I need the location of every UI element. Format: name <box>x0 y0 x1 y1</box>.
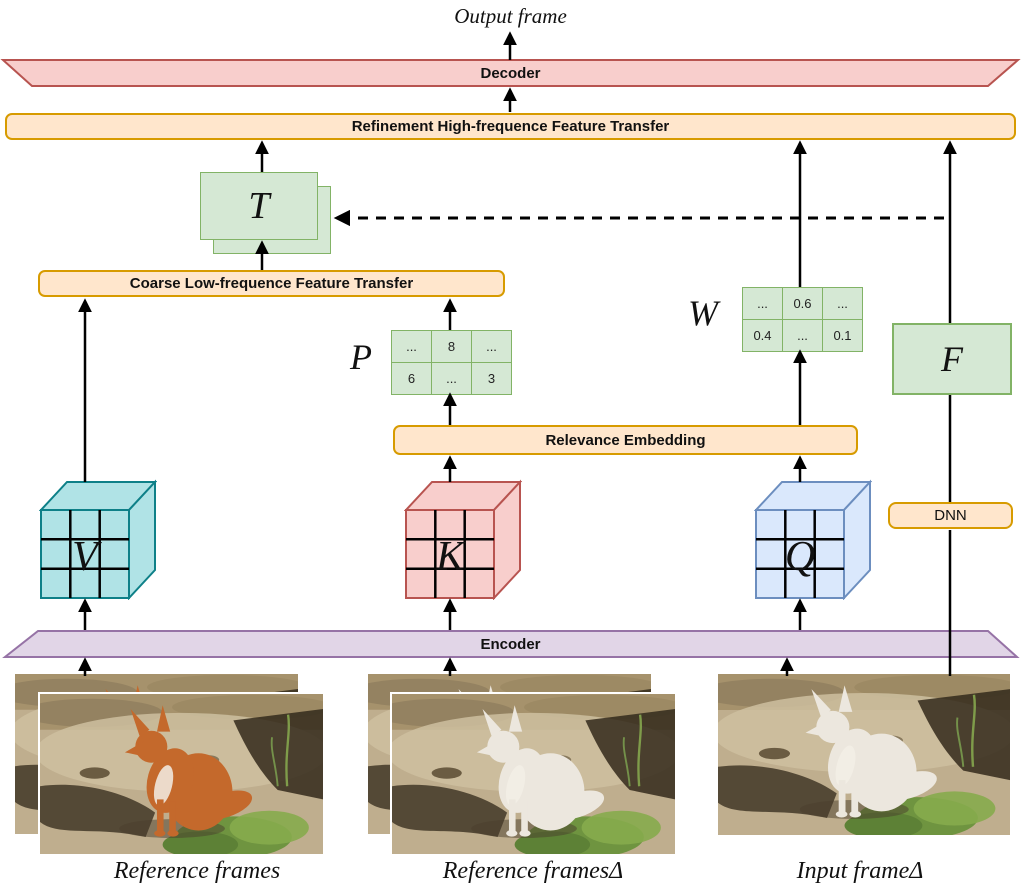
encoder-block: Encoder <box>0 630 1021 658</box>
k-label: K <box>435 534 466 580</box>
refinement-label: Refinement High-frequence Feature Transf… <box>351 118 670 135</box>
p-matrix-cell: 6 <box>391 362 432 395</box>
p-matrix: ... 8 ... 6 ... 3 <box>391 330 512 395</box>
p-matrix-cell: ... <box>391 330 432 363</box>
reference-frames-delta-caption: Reference framesΔ <box>442 858 624 884</box>
decoder-block: Decoder <box>0 59 1021 87</box>
w-matrix-cell: 0.4 <box>742 319 783 352</box>
coarse-bar: Coarse Low-frequence Feature Transfer <box>38 270 505 297</box>
w-label: W <box>688 293 718 333</box>
k-cube: K <box>404 479 522 600</box>
decoder-shape <box>0 59 1021 87</box>
dnn-box: DNN <box>888 502 1013 529</box>
v-label: V <box>72 534 102 580</box>
q-cube: Q <box>754 479 872 600</box>
p-matrix-cell: 8 <box>431 330 472 363</box>
t-label: T <box>248 185 270 227</box>
encoder-label: Encoder <box>480 635 541 653</box>
p-matrix-cell: ... <box>431 362 472 395</box>
w-matrix-cell: ... <box>782 319 823 352</box>
output-frame-label: Output frame <box>454 4 567 28</box>
coarse-label: Coarse Low-frequence Feature Transfer <box>129 275 414 292</box>
v-cube: V <box>39 479 157 600</box>
refinement-bar: Refinement High-frequence Feature Transf… <box>5 113 1016 140</box>
f-block: F <box>892 323 1012 395</box>
w-matrix-cell: ... <box>742 287 783 320</box>
p-matrix-cell: ... <box>471 330 512 363</box>
t-block: T <box>200 172 318 240</box>
w-matrix-cell: ... <box>822 287 863 320</box>
q-label: Q <box>785 534 815 580</box>
encoder-shape <box>2 630 1020 658</box>
reference-frame-photo-front <box>40 694 323 854</box>
decoder-label: Decoder <box>480 64 541 82</box>
p-matrix-cell: 3 <box>471 362 512 395</box>
f-label: F <box>941 339 963 379</box>
relevance-label: Relevance Embedding <box>545 431 706 449</box>
w-matrix: ... 0.6 ... 0.4 ... 0.1 <box>742 287 863 352</box>
reference-frames-caption: Reference frames <box>113 858 281 884</box>
dnn-label: DNN <box>934 507 967 524</box>
relevance-embedding-bar: Relevance Embedding <box>393 425 858 455</box>
w-matrix-cell: 0.1 <box>822 319 863 352</box>
w-matrix-cell: 0.6 <box>782 287 823 320</box>
input-frame-delta-photo <box>718 674 1010 835</box>
input-frame-delta-caption: Input frameΔ <box>796 858 924 884</box>
p-label: P <box>350 337 372 377</box>
reference-frame-delta-photo-front <box>392 694 675 854</box>
